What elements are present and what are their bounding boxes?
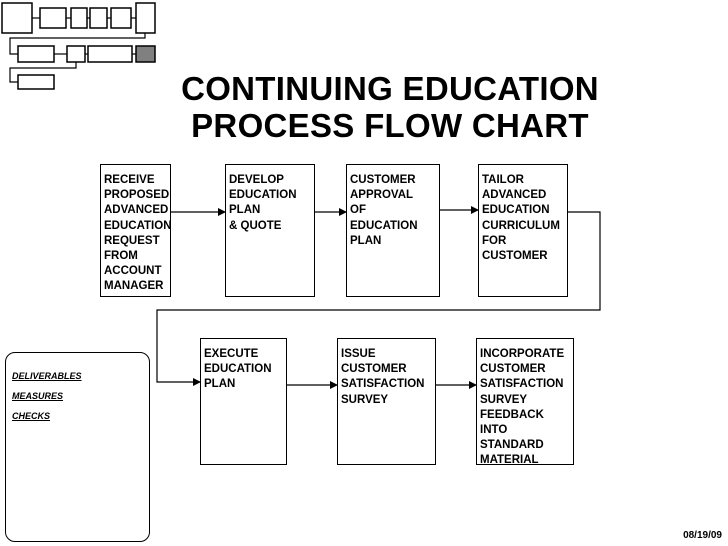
step-develop-plan: DEVELOP EDUCATION PLAN & QUOTE [225,164,315,297]
step-incorporate-feedback: INCORPORATE CUSTOMER SATISFACTION SURVEY… [476,338,574,465]
step-issue-survey: ISSUE CUSTOMER SATISFACTION SURVEY [337,338,436,465]
footer-date: 08/19/09 [683,530,722,541]
arrow-4-to-5 [156,211,601,386]
page-title-line-1: CONTINUING EDUCATION [181,70,599,107]
step-execute-plan: EXECUTE EDUCATION PLAN [200,338,287,465]
step-receive-request: RECEIVE PROPOSED ADVANCED EDUCATION REQU… [100,164,171,297]
legend-box: DELIVERABLES MEASURES CHECKS [5,352,150,542]
step-tailor-curriculum: TAILOR ADVANCED EDUCATION CURRICULUM FOR… [478,164,568,297]
legend-deliverables: DELIVERABLES [12,371,82,381]
step-customer-approval: CUSTOMER APPROVAL OF EDUCATION PLAN [346,164,440,297]
page-title-line-2: PROCESS FLOW CHART [191,107,589,144]
legend-measures: MEASURES [12,391,64,401]
legend-checks: CHECKS [12,411,51,421]
